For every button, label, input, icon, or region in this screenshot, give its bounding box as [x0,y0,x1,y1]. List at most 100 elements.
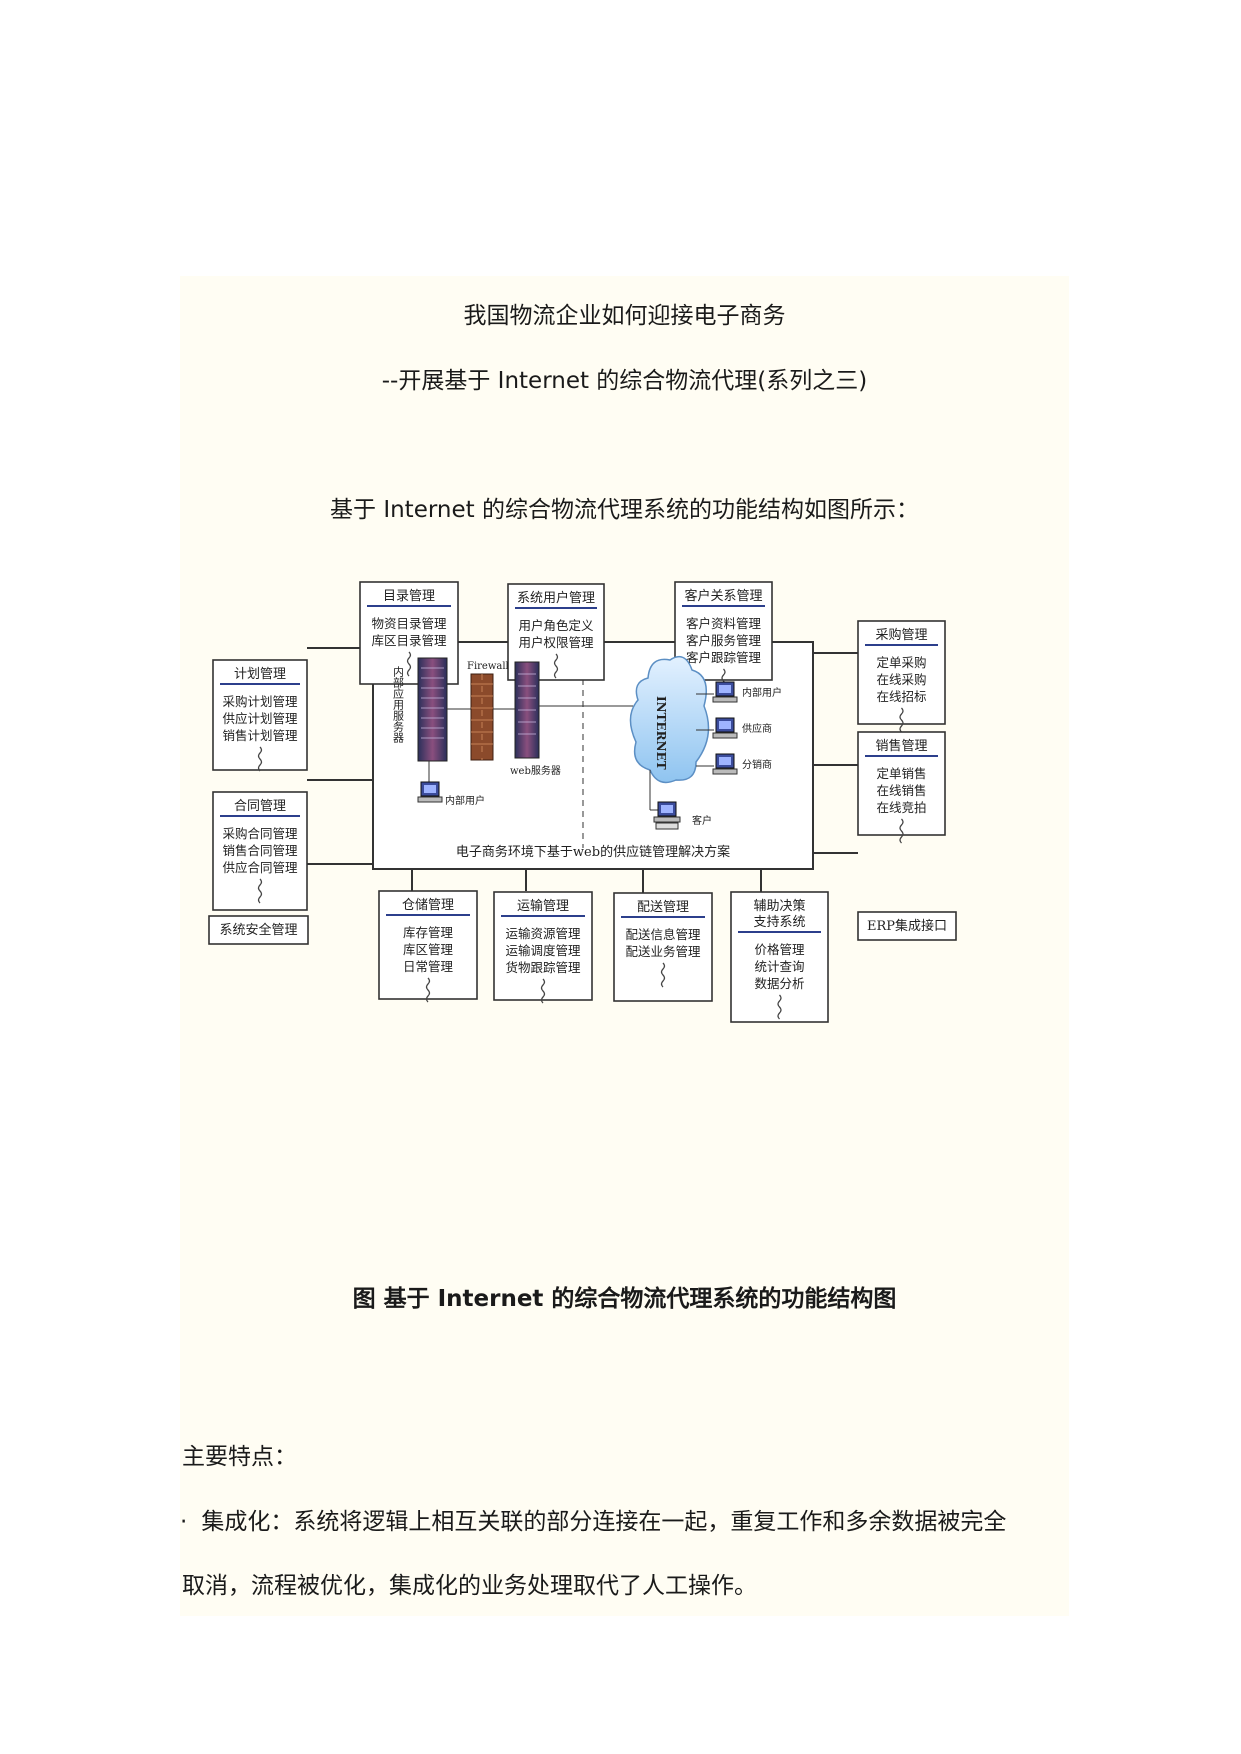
module-title: 系统安全管理 [219,922,297,938]
module-title: 系统用户管理 [517,590,595,606]
feature-item: · 集成化：系统将逻辑上相互关联的部分连接在一起，重复工作和多余数据被完全 [180,1502,1006,1536]
internet-label: INTERNET [654,696,668,770]
internal-server-label: 内部应用服务器 [392,665,405,744]
module-frame [613,892,713,1002]
module-item: 在线竞拍 [876,800,926,815]
module-item: 库区目录管理 [371,633,447,648]
module-frame [208,915,309,945]
module-item: 运输资源管理 [505,926,581,941]
module-item: 配送业务管理 [625,944,701,959]
client-computer-分销商: 分销商 [696,753,772,775]
internal-app-server [417,657,448,762]
module-item: 用户角色定义 [518,618,594,633]
internal-user-computer-icon [417,781,443,803]
module-item: 销售计划管理 [222,728,298,743]
continuation-dots-icon [777,994,782,1020]
module-frame [493,891,593,1001]
module-title: 目录管理 [383,589,435,604]
module-item: 供应合同管理 [222,860,298,875]
module-title: ERP集成接口 [867,918,947,934]
module-item: 数据分析 [754,976,804,991]
module-title: 合同管理 [234,799,286,814]
module-title: 计划管理 [234,667,286,682]
continuation-dots-icon [899,818,904,844]
module-item: 客户服务管理 [686,633,762,648]
feature-bullet: · [180,1509,188,1535]
module-item: 销售合同管理 [222,843,298,858]
feature-text: 集成化：系统将逻辑上相互关联的部分连接在一起，重复工作和多余数据被完全 [201,1509,1007,1535]
module-item: 货物跟踪管理 [505,960,581,975]
module-box-ERP集成接口: ERP集成接口 [857,911,957,941]
module-title: 运输管理 [517,898,569,914]
module-item: 在线采购 [876,672,926,687]
features-heading: 主要特点： [182,1444,297,1470]
web-server-label: web服务器 [510,764,561,777]
module-title: 配送管理 [637,900,689,915]
module-item: 客户跟踪管理 [686,650,762,665]
module-title: 辅助决策 [753,898,805,914]
continuation-dots-icon [406,651,412,677]
module-box-系统安全管理: 系统安全管理 [208,915,309,945]
module-frame [212,659,308,771]
continuation-dots-icon [425,977,431,1003]
client-label: 内部用户 [742,686,782,699]
module-item: 供应计划管理 [222,711,298,726]
client-label: 供应商 [742,722,772,735]
module-item: 日常管理 [403,959,454,974]
module-item: 运输调度管理 [505,943,581,958]
module-title: 采购管理 [875,627,927,643]
module-item: 客户资料管理 [686,616,762,631]
module-frame [378,890,478,1000]
module-title: 仓储管理 [402,898,454,913]
document-subtitle: --开展基于 Internet 的综合物流代理(系列之三) [381,368,868,394]
module-item: 配送信息管理 [625,927,701,942]
intro-paragraph: 基于 Internet 的综合物流代理系统的功能结构如图所示： [330,497,919,523]
continuation-dots-icon [899,707,904,733]
feature-item-continuation: 取消，流程被优化，集成化的业务处理取代了人工操作。 [182,1573,757,1599]
continuation-dots-icon [257,746,263,772]
module-item: 在线销售 [876,783,926,798]
module-title: 支持系统 [753,915,805,930]
module-frame [857,731,946,836]
module-item: 价格管理 [754,942,805,957]
continuation-dots-icon [540,978,546,1004]
document-title: 我国物流企业如何迎接电子商务 [463,303,786,329]
module-item: 物资目录管理 [371,616,447,631]
module-item: 采购计划管理 [222,694,298,709]
module-item: 在线招标 [876,689,926,704]
module-item: 库存管理 [403,925,454,940]
figure-caption: 图 基于 Internet 的综合物流代理系统的功能结构图 [352,1286,897,1312]
module-title: 客户关系管理 [684,588,762,604]
internet-cloud-icon [629,655,710,784]
client-label: 分销商 [742,758,772,771]
document-page: 我国物流企业如何迎接电子商务 --开展基于 Internet 的综合物流代理(系… [180,276,1069,1616]
continuation-dots-icon [553,653,559,679]
customer-label: 客户 [692,814,712,827]
continuation-dots-icon [660,962,666,988]
module-item: 采购合同管理 [222,826,298,841]
module-item: 定单采购 [876,655,926,670]
module-item: 统计查询 [754,959,804,974]
module-item: 定单销售 [876,766,926,781]
firewall-icon [470,673,494,761]
connector-lines [307,622,858,893]
client-computer-内部用户: 内部用户 [696,681,782,703]
web-server [514,661,540,759]
central-solution-caption: 电子商务环境下基于web的供应链管理解决方案 [456,844,730,860]
customer-computer-icon [653,801,681,830]
module-item: 用户权限管理 [518,635,594,650]
module-frame [857,911,957,941]
module-title: 销售管理 [875,738,927,754]
module-frame [212,791,308,911]
module-frame [674,581,773,681]
